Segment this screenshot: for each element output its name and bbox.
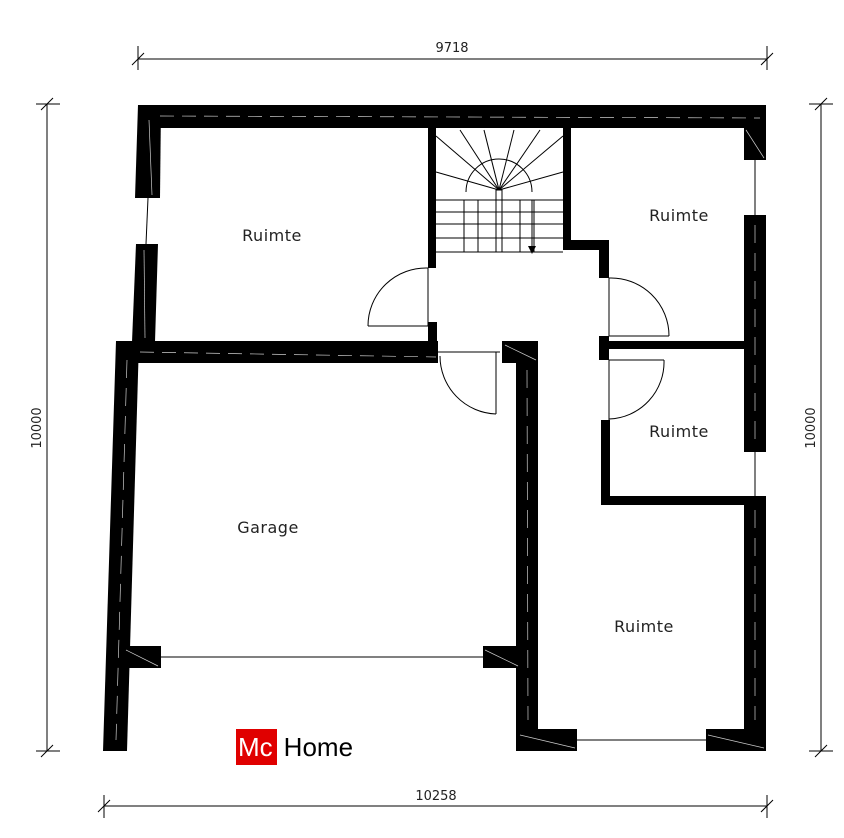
door-middle-right-room bbox=[608, 359, 665, 420]
dimension-left-label: 10000 bbox=[30, 407, 45, 448]
staircase bbox=[435, 129, 564, 254]
dimension-top: 9718 bbox=[131, 41, 774, 70]
door-garage bbox=[438, 351, 500, 415]
dimension-top-label: 9718 bbox=[435, 41, 468, 56]
room-label-top-right: Ruimte bbox=[649, 206, 709, 225]
room-label-middle-right: Ruimte bbox=[649, 422, 709, 441]
room-label-top-left: Ruimte bbox=[242, 226, 302, 245]
logo-home-text: Home bbox=[283, 732, 354, 762]
room-label-bottom-right: Ruimte bbox=[614, 617, 674, 636]
dimension-left: 10000 bbox=[30, 97, 60, 758]
door-top-left-room bbox=[367, 267, 429, 327]
dimension-bottom-label: 10258 bbox=[415, 789, 456, 804]
dimension-bottom: 10258 bbox=[97, 789, 774, 818]
dimension-right-label: 10000 bbox=[804, 407, 819, 448]
wall-hatch-lines bbox=[115, 115, 765, 749]
door-top-right-room bbox=[608, 277, 670, 337]
dimension-right: 10000 bbox=[804, 97, 833, 758]
mc-home-logo: Mc Home bbox=[236, 729, 353, 765]
walls bbox=[103, 105, 766, 751]
logo-mc-text: Mc bbox=[236, 729, 277, 765]
room-label-garage: Garage bbox=[237, 518, 299, 537]
windows bbox=[145, 160, 756, 497]
